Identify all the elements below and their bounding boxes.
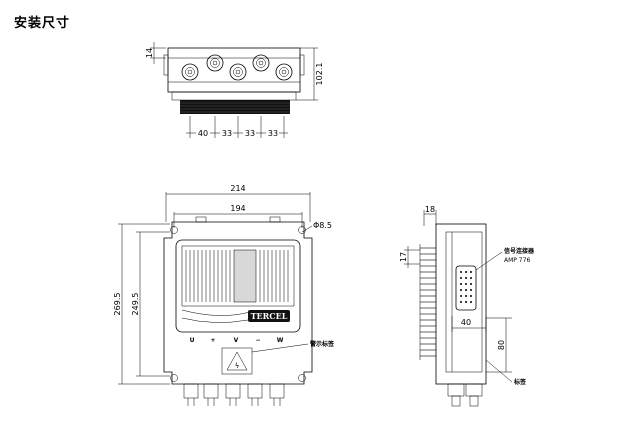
terminal-minus: −: [255, 337, 260, 344]
spacing-dim-2: 33: [222, 129, 232, 138]
side-bottom-connectors: [447, 383, 483, 407]
housing-outline: [163, 221, 313, 385]
side-body: [435, 223, 487, 385]
terminal-v: V: [234, 337, 239, 344]
signal-connector: [455, 265, 477, 311]
warning-label: 警示标签: [309, 340, 335, 348]
top-view: 14 102.1 40 33 33 33: [145, 42, 324, 138]
side-dim-18: 18: [425, 205, 435, 214]
cover-fins-left: [185, 250, 231, 302]
top-view-right-tab: [299, 54, 305, 76]
brand-name: TERCEL: [251, 311, 288, 321]
tag-label: 标签: [513, 378, 527, 386]
dim-269: 269.5: [113, 293, 122, 316]
terminal-w: W: [277, 337, 284, 344]
side-fins: [420, 247, 436, 357]
top-view-base: [171, 91, 297, 101]
terminal-plus: +: [210, 337, 215, 344]
spacing-dim-3: 33: [245, 129, 255, 138]
warning-symbol: ϟ: [235, 362, 240, 370]
spacing-dim-1: 40: [198, 129, 208, 138]
front-view: 214 194 Φ8.5: [113, 184, 335, 406]
dim-hole: Φ8.5: [313, 221, 332, 230]
top-view-heatsink: [180, 100, 290, 114]
side-dim-17: 17: [399, 252, 408, 262]
cover-center-panel: [233, 249, 257, 303]
warning-triangle-icon: [226, 351, 248, 371]
brand-badge: [248, 310, 290, 322]
bottom-connectors: [183, 383, 285, 406]
cover-fins-right: [259, 250, 289, 302]
signal-connector-label: 信号连接器: [504, 247, 535, 255]
dim-194: 194: [230, 204, 245, 213]
cover-frame: [175, 239, 301, 333]
side-dim-80: 80: [497, 340, 506, 350]
top-view-left-tab: [163, 54, 169, 76]
dim-249: 249.5: [131, 293, 140, 316]
top-view-dim-102: 102.1: [315, 63, 324, 86]
signal-connector-model: AMP 776: [504, 257, 530, 264]
terminal-u: U: [190, 337, 195, 344]
side-dim-40: 40: [461, 318, 471, 327]
page-heading: 安装尺寸: [14, 16, 71, 31]
top-view-dim-14: 14: [145, 48, 154, 58]
side-view: 18: [399, 205, 535, 407]
warning-label-box: [221, 347, 253, 375]
dim-214: 214: [230, 184, 245, 193]
top-view-connectors: [181, 54, 293, 81]
spacing-dim-4: 33: [268, 129, 278, 138]
cover-panel: [181, 245, 295, 307]
